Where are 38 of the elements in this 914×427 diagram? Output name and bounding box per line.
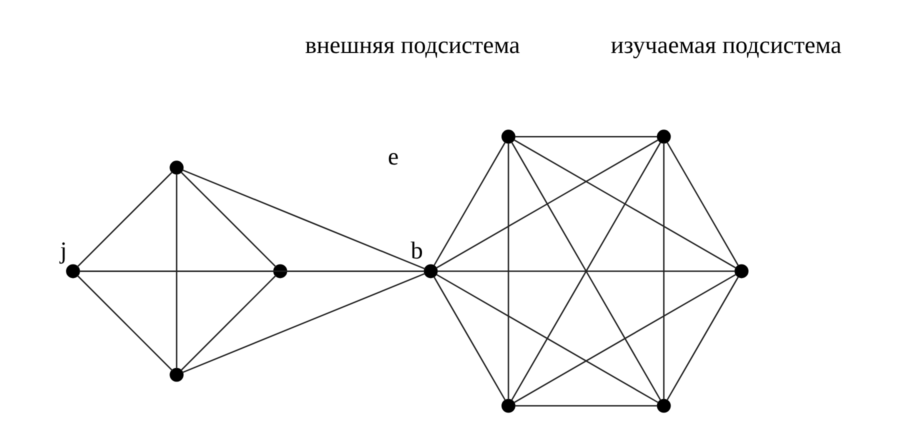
node-label: j bbox=[60, 238, 66, 264]
connector bbox=[514, 405, 657, 406]
node-circle bbox=[656, 130, 670, 144]
node-circle bbox=[500, 130, 515, 144]
connector bbox=[666, 142, 738, 266]
label: изучаемая подсистема bbox=[610, 32, 842, 59]
node-circle bbox=[169, 368, 184, 382]
connector bbox=[76, 275, 172, 371]
connector bbox=[433, 142, 506, 266]
connector bbox=[436, 274, 658, 404]
node-circle bbox=[169, 160, 184, 175]
connector bbox=[513, 274, 736, 404]
label: внешняя подсистема bbox=[304, 32, 520, 59]
connector bbox=[182, 272, 425, 374]
connector bbox=[182, 169, 425, 270]
label: e bbox=[387, 143, 398, 170]
node-circle bbox=[656, 398, 670, 413]
connector bbox=[175, 174, 177, 368]
connector bbox=[513, 139, 736, 268]
connector bbox=[436, 139, 658, 268]
node-circle bbox=[500, 398, 515, 413]
node-label: b bbox=[410, 238, 422, 264]
node-circle bbox=[423, 264, 438, 278]
node-circle bbox=[66, 264, 80, 278]
connector bbox=[76, 172, 172, 268]
connector bbox=[180, 275, 276, 371]
connector bbox=[510, 142, 661, 400]
connector bbox=[436, 270, 735, 272]
connector bbox=[433, 276, 506, 401]
connector bbox=[78, 270, 424, 272]
node-circle bbox=[734, 264, 748, 278]
connector bbox=[514, 136, 657, 138]
connector bbox=[507, 143, 509, 400]
connector bbox=[286, 270, 424, 272]
node-circle bbox=[272, 264, 287, 278]
connector bbox=[662, 142, 664, 400]
connector bbox=[666, 276, 738, 401]
connector bbox=[180, 172, 276, 268]
